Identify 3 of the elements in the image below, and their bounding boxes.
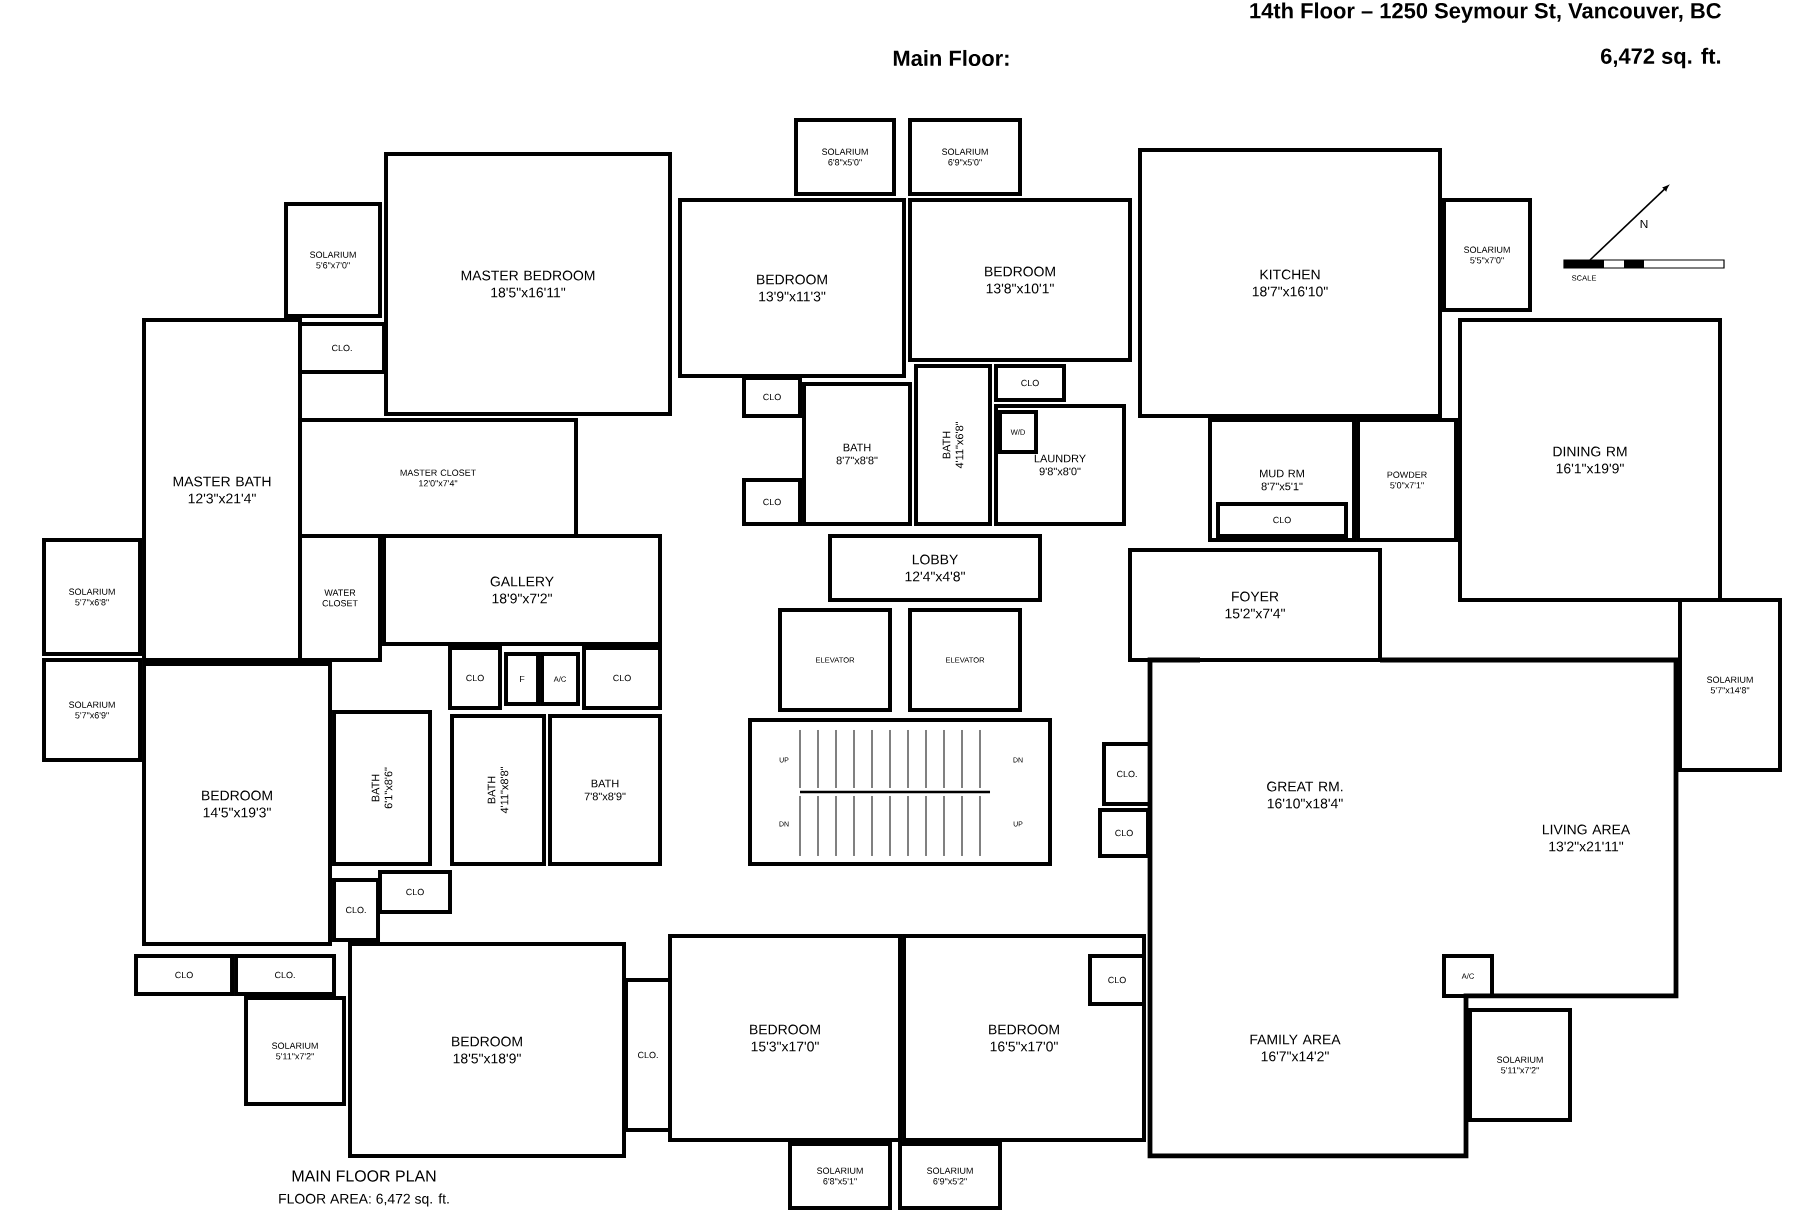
heading-text: Main Floor: [893,49,1009,67]
area-text: 6,472 sq. ft. [1601,47,1721,69]
address-heading: 14th Floor – 1250 Seymour St, Vancouver, BC [1250,2,1721,23]
